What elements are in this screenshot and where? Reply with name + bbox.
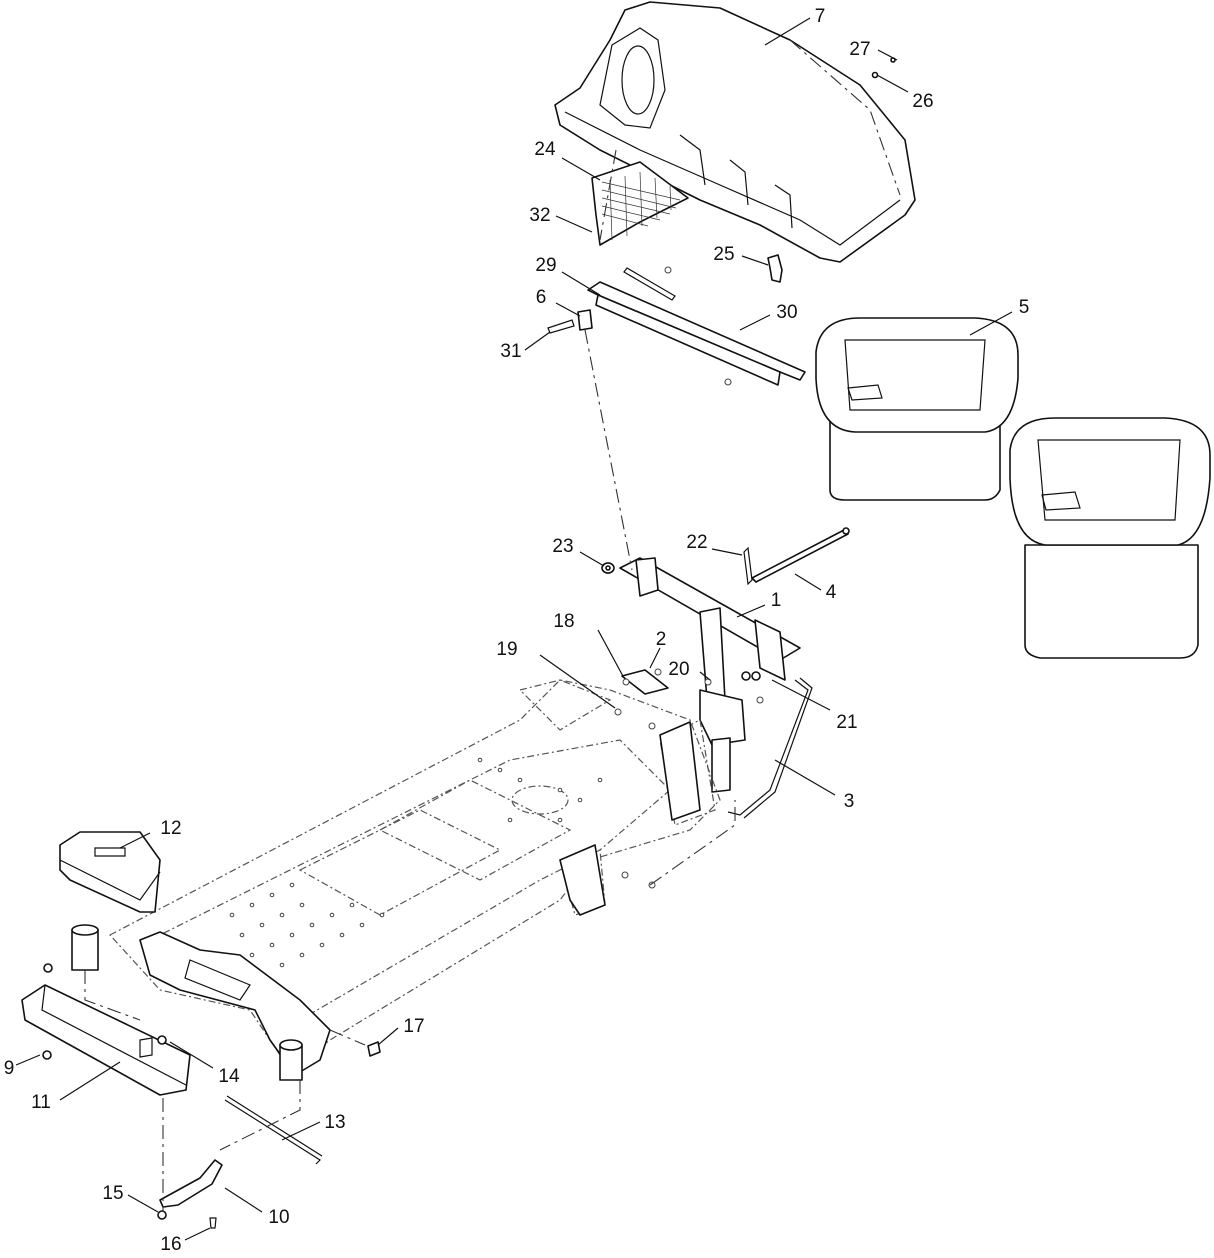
callout-16: 16 xyxy=(160,1234,181,1255)
callout-23: 23 xyxy=(552,536,573,557)
callout-6: 6 xyxy=(536,287,547,308)
callout-24: 24 xyxy=(534,139,556,160)
callout-12: 12 xyxy=(160,818,181,839)
long-rod xyxy=(224,1095,323,1165)
callout-14: 14 xyxy=(218,1066,240,1087)
callout-17: 17 xyxy=(403,1016,424,1037)
collection-bag-rear xyxy=(1009,417,1211,659)
callout-1: 1 xyxy=(771,590,782,611)
callout-4: 4 xyxy=(826,582,837,603)
callout-10: 10 xyxy=(268,1207,289,1228)
callout-26: 26 xyxy=(912,91,933,112)
foot-bracket xyxy=(159,1159,223,1208)
callout-21: 21 xyxy=(836,712,857,733)
chassis-frame xyxy=(109,679,721,1076)
callout-20: 20 xyxy=(668,659,689,680)
callout-5: 5 xyxy=(1019,297,1030,318)
callout-15: 15 xyxy=(102,1183,123,1204)
alignment-lines xyxy=(84,149,736,1212)
callout-9: 9 xyxy=(4,1058,15,1079)
mount-rail xyxy=(587,266,806,386)
callout-22: 22 xyxy=(686,532,707,553)
callout-31: 31 xyxy=(500,341,521,362)
weight-bracket xyxy=(21,984,191,1096)
callout-11: 11 xyxy=(31,1092,51,1113)
floor-perforations xyxy=(229,757,603,968)
callout-25: 25 xyxy=(713,244,734,265)
callout-29: 29 xyxy=(535,255,556,276)
rod xyxy=(751,527,850,583)
collection-bag-front xyxy=(815,317,1019,501)
leader-lines xyxy=(15,17,1013,1241)
callout-labels: 7 27 26 24 32 25 29 6 30 31 5 23 22 4 1 … xyxy=(4,6,1030,1255)
bumper-posts xyxy=(71,924,303,1081)
screen-panel xyxy=(591,161,689,246)
callout-7: 7 xyxy=(815,6,826,27)
callout-19: 19 xyxy=(496,639,517,660)
small-bolts xyxy=(42,57,896,1229)
callout-27: 27 xyxy=(849,39,870,60)
latch xyxy=(767,254,783,283)
support-rod xyxy=(727,677,813,819)
bracket-plate xyxy=(621,669,669,695)
callout-13: 13 xyxy=(324,1112,345,1133)
callout-32: 32 xyxy=(529,205,550,226)
callout-18: 18 xyxy=(553,611,574,632)
callout-30: 30 xyxy=(776,302,797,323)
hardware-fasteners xyxy=(601,562,764,889)
small-bracket xyxy=(547,309,593,334)
counterweight xyxy=(59,831,161,913)
callout-2: 2 xyxy=(656,629,667,650)
callout-3: 3 xyxy=(844,791,855,812)
upper-frame-weldment xyxy=(602,546,801,793)
